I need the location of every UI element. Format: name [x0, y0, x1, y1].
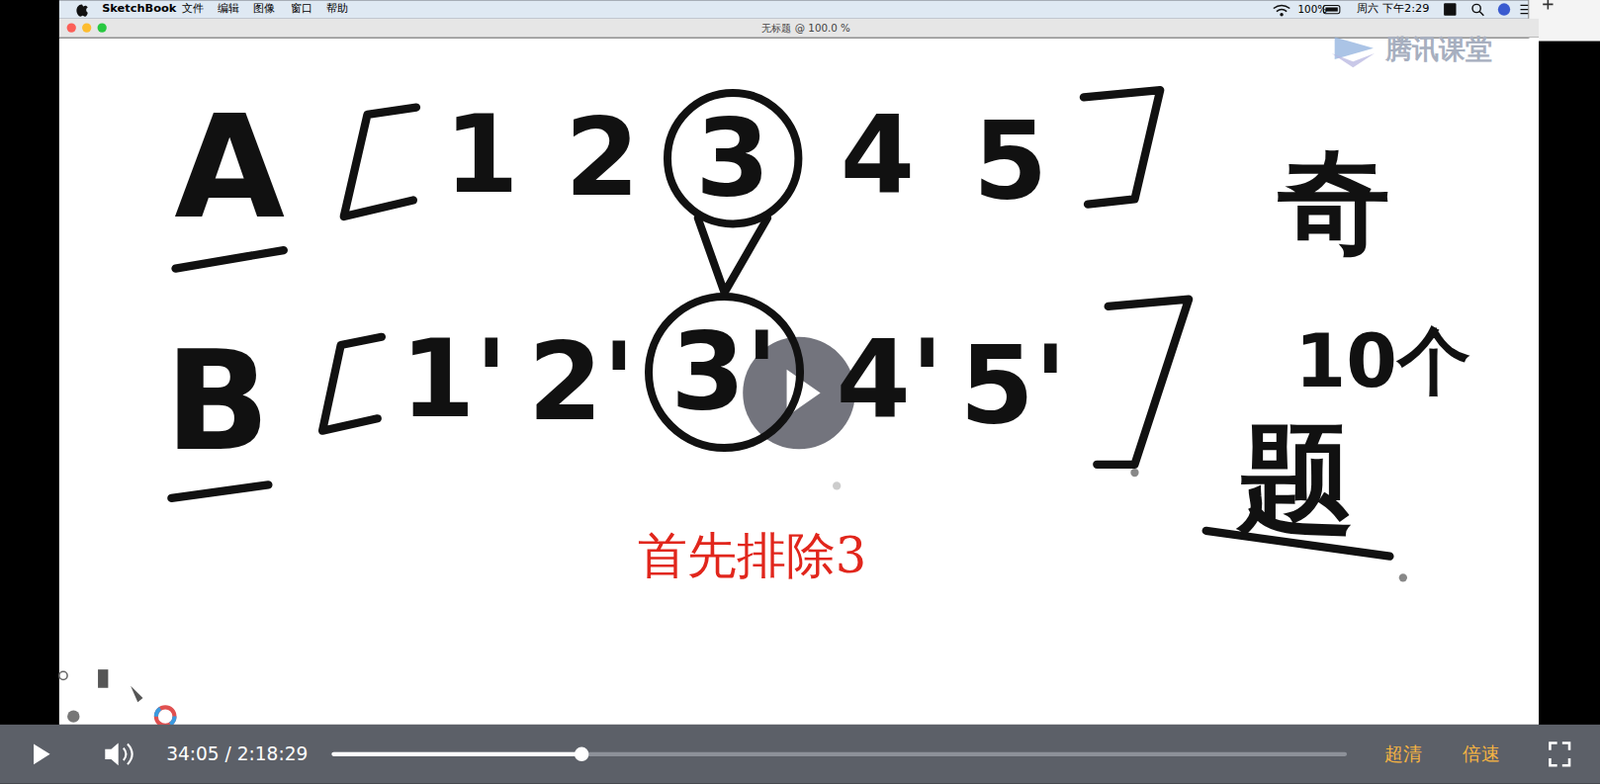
bracket-stroke	[1083, 89, 1160, 205]
ink-dot	[832, 481, 841, 490]
tool-icon	[97, 669, 108, 689]
quality-button: 超清	[1384, 744, 1423, 765]
watermark: 腾讯课堂	[1385, 34, 1493, 63]
tencent-logo	[1332, 36, 1375, 68]
clock-text: 周六 下午2:29	[1356, 2, 1429, 15]
array-item: 5	[973, 104, 1048, 218]
array-item: 5'	[959, 329, 1067, 443]
underline-stroke	[175, 250, 283, 269]
input-source-icon	[1443, 2, 1456, 15]
wifi-dot	[1280, 13, 1283, 16]
menu-item: 文件	[181, 2, 204, 15]
menu-item: 窗口	[290, 2, 313, 15]
speed-button: 倍速	[1462, 744, 1501, 765]
notification-icon	[1520, 4, 1529, 13]
volume-icon	[104, 742, 118, 766]
minimize-button	[82, 22, 91, 32]
underline-stroke	[171, 484, 268, 498]
tool-icon	[130, 686, 143, 704]
connector-v	[698, 218, 768, 293]
wifi-icon	[1273, 4, 1291, 15]
menu-item: 帮助	[326, 2, 349, 15]
menu-item: 编辑	[217, 2, 240, 15]
handwriting	[171, 89, 1390, 557]
progress-knob	[574, 747, 589, 762]
wifi-arc	[1276, 9, 1287, 12]
battery-level	[1325, 6, 1337, 11]
plus-icon	[1542, 0, 1553, 10]
playback-time: 34:05 / 2:18:29	[166, 744, 308, 765]
progress-played	[331, 752, 582, 757]
siri-icon	[1498, 2, 1511, 15]
play-icon	[33, 744, 51, 766]
title-bar	[59, 18, 1539, 38]
circle-outline	[667, 92, 799, 224]
array-item: 2'	[528, 326, 636, 440]
progress-track	[331, 752, 1347, 757]
menu-item: 图像	[253, 2, 275, 15]
fullscreen-icon	[1549, 742, 1570, 766]
control-bar	[0, 724, 1600, 784]
array-name: B	[165, 328, 270, 473]
array-item: 4'	[836, 323, 945, 437]
color-wheel	[156, 707, 176, 726]
circle-outline	[648, 296, 800, 448]
array-item: 2	[564, 101, 639, 215]
window-title: 无标题 @ 100.0 %	[761, 21, 850, 33]
search-handle	[1479, 11, 1484, 16]
zoom-button	[97, 22, 107, 32]
ink-dot	[1130, 468, 1139, 477]
wifi-arc	[1273, 4, 1291, 8]
circled-number: 3'	[670, 318, 779, 426]
bracket-stroke	[1096, 299, 1189, 465]
logo-shape	[1332, 53, 1375, 68]
volume-waves	[123, 744, 133, 766]
menu-app-name: SketchBook	[101, 2, 177, 15]
tool-icon	[67, 710, 80, 722]
battery-percent: 100%	[1298, 3, 1328, 15]
menu-bar	[59, 0, 1539, 19]
title-divider	[59, 36, 1539, 38]
array-item: 1'	[400, 323, 509, 437]
handwritten-note: 题	[1237, 418, 1355, 542]
handwritten-note: 奇	[1277, 145, 1391, 264]
array-item: 4	[840, 98, 915, 212]
subtitle: 首先排除3	[637, 530, 868, 582]
color-wheel	[156, 707, 176, 726]
apple-icon	[76, 3, 88, 16]
canvas	[59, 37, 1539, 724]
search-icon	[1472, 3, 1481, 12]
bracket-stroke	[322, 337, 382, 432]
bracket-stroke	[344, 107, 417, 217]
circled-item: 3'	[643, 291, 805, 453]
ink-dot	[1399, 573, 1408, 582]
circled-item: 3	[662, 88, 803, 229]
handwritten-note: 10个	[1295, 323, 1471, 401]
array-item: 1	[444, 98, 519, 212]
circled-number: 3	[695, 104, 770, 212]
close-button	[67, 22, 77, 32]
array-name: A	[174, 92, 285, 244]
webcam-thumbnail	[1528, 0, 1600, 42]
tool-icon	[59, 671, 68, 680]
